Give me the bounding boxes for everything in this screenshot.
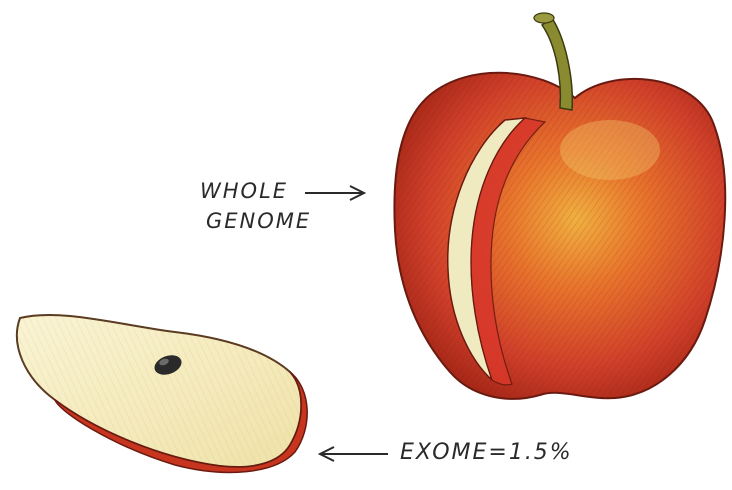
apple-slice-illustration [17,315,307,472]
whole-apple-illustration [394,13,725,399]
exome-label: EXOME=1.5% [400,440,573,466]
arrow-right-icon [305,186,364,200]
arrow-left-icon [320,447,388,461]
whole-genome-label-line2: GENOME [206,208,311,234]
whole-genome-label-line1: WHOLE [200,178,288,204]
